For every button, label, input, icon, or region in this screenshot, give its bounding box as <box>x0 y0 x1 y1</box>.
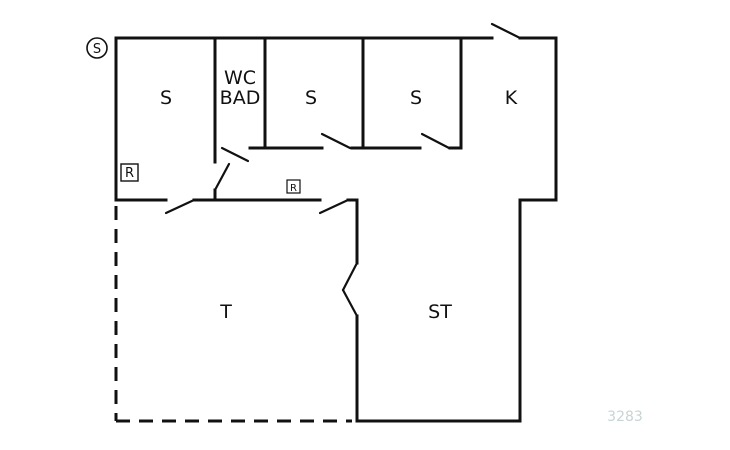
door-s2 <box>320 132 352 150</box>
radiator-label-2: R <box>290 183 297 194</box>
radiator-icon-2: R <box>286 179 301 194</box>
dashed-boundary <box>114 206 352 423</box>
door-wc-side <box>213 162 231 192</box>
room-label-wc: WC <box>224 67 256 89</box>
plan-code: 3283 <box>607 409 643 425</box>
doors <box>164 22 522 318</box>
room-label-s1: S <box>160 87 172 109</box>
room-label-s2: S <box>305 87 317 109</box>
smoke-detector-icon: S <box>86 37 108 59</box>
room-label-bad: BAD <box>220 87 261 109</box>
door-t-left <box>164 198 196 215</box>
walls <box>114 36 558 423</box>
room-label-st: ST <box>428 301 452 323</box>
door-s3 <box>420 132 451 150</box>
smoke-detector-label: S <box>93 42 101 57</box>
door-st-lower <box>341 288 359 318</box>
door-wc <box>220 146 250 163</box>
door-st-upper <box>341 261 359 292</box>
radiator-label-1: R <box>125 166 134 181</box>
room-label-k: K <box>505 87 518 109</box>
radiator-icon-1: R <box>120 163 139 182</box>
room-label-t: T <box>219 301 232 323</box>
room-label-s3: S <box>410 87 422 109</box>
door-t-right <box>318 198 350 215</box>
door-kitchen-top <box>490 22 522 40</box>
